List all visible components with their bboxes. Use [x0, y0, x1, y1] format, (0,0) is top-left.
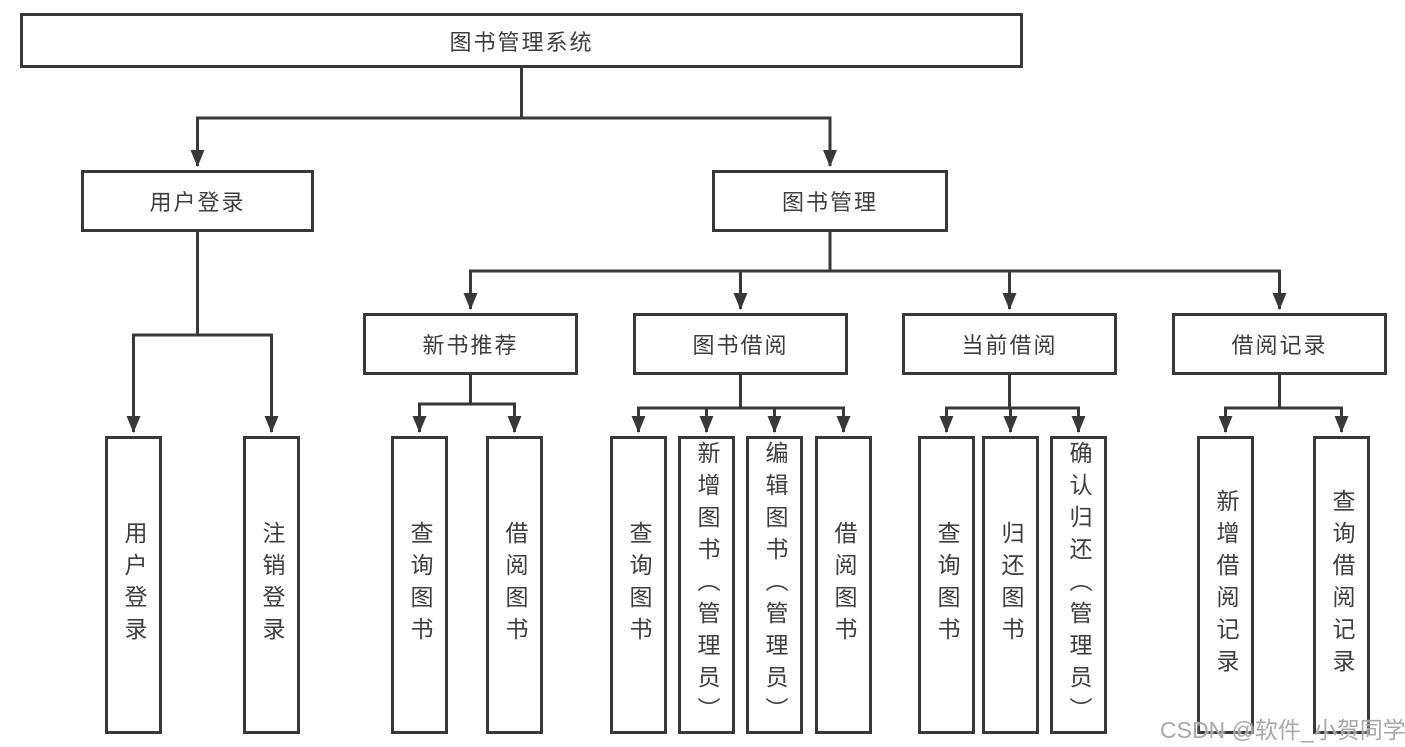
node-user-login: 用户登录: [81, 170, 314, 232]
leaf-records-add-record-label: 新增借阅记录: [1213, 489, 1239, 681]
leaf-borrow-query-book-label: 查询图书: [626, 521, 652, 649]
leaf-current-return-book-label: 归还图书: [998, 521, 1024, 649]
leaf-borrow-add-book-admin-label: 新增图书（管理员）: [694, 441, 720, 729]
leaf-records-add-record: 新增借阅记录: [1197, 436, 1254, 734]
leaf-borrow-edit-book-admin-label: 编辑图书（管理员）: [762, 441, 788, 729]
node-new-book-recommend: 新书推荐: [363, 313, 578, 375]
leaf-newbook-query-book: 查询图书: [391, 436, 448, 734]
leaf-current-query-book: 查询图书: [918, 436, 975, 734]
leaf-newbook-query-book-label: 查询图书: [407, 521, 433, 649]
leaf-current-return-book: 归还图书: [982, 436, 1039, 734]
leaf-user-login: 用户登录: [105, 436, 162, 734]
leaf-records-query-record: 查询借阅记录: [1313, 436, 1370, 734]
leaf-borrow-borrow-book-label: 借阅图书: [831, 521, 857, 649]
leaf-borrow-query-book: 查询图书: [610, 436, 667, 734]
node-library-system: 图书管理系统: [20, 13, 1023, 68]
leaf-logout-login: 注销登录: [243, 436, 300, 734]
leaf-current-confirm-return-admin-label: 确认归还（管理员）: [1066, 441, 1092, 729]
node-borrow-records: 借阅记录: [1172, 313, 1387, 375]
leaf-borrow-borrow-book: 借阅图书: [815, 436, 872, 734]
leaf-user-login-label: 用户登录: [121, 521, 147, 649]
leaf-current-confirm-return-admin: 确认归还（管理员）: [1050, 436, 1107, 734]
node-current-borrow: 当前借阅: [902, 313, 1117, 375]
leaf-borrow-edit-book-admin: 编辑图书（管理员）: [746, 436, 803, 734]
leaf-newbook-borrow-book-label: 借阅图书: [502, 521, 528, 649]
leaf-current-query-book-label: 查询图书: [934, 521, 960, 649]
leaf-records-query-record-label: 查询借阅记录: [1329, 489, 1355, 681]
node-book-management: 图书管理: [712, 170, 948, 232]
csdn-watermark: CSDN @软件_小贺同学: [1160, 717, 1405, 743]
leaf-borrow-add-book-admin: 新增图书（管理员）: [678, 436, 735, 734]
leaf-logout-login-label: 注销登录: [259, 521, 285, 649]
leaf-newbook-borrow-book: 借阅图书: [486, 436, 543, 734]
node-book-borrow: 图书借阅: [633, 313, 848, 375]
